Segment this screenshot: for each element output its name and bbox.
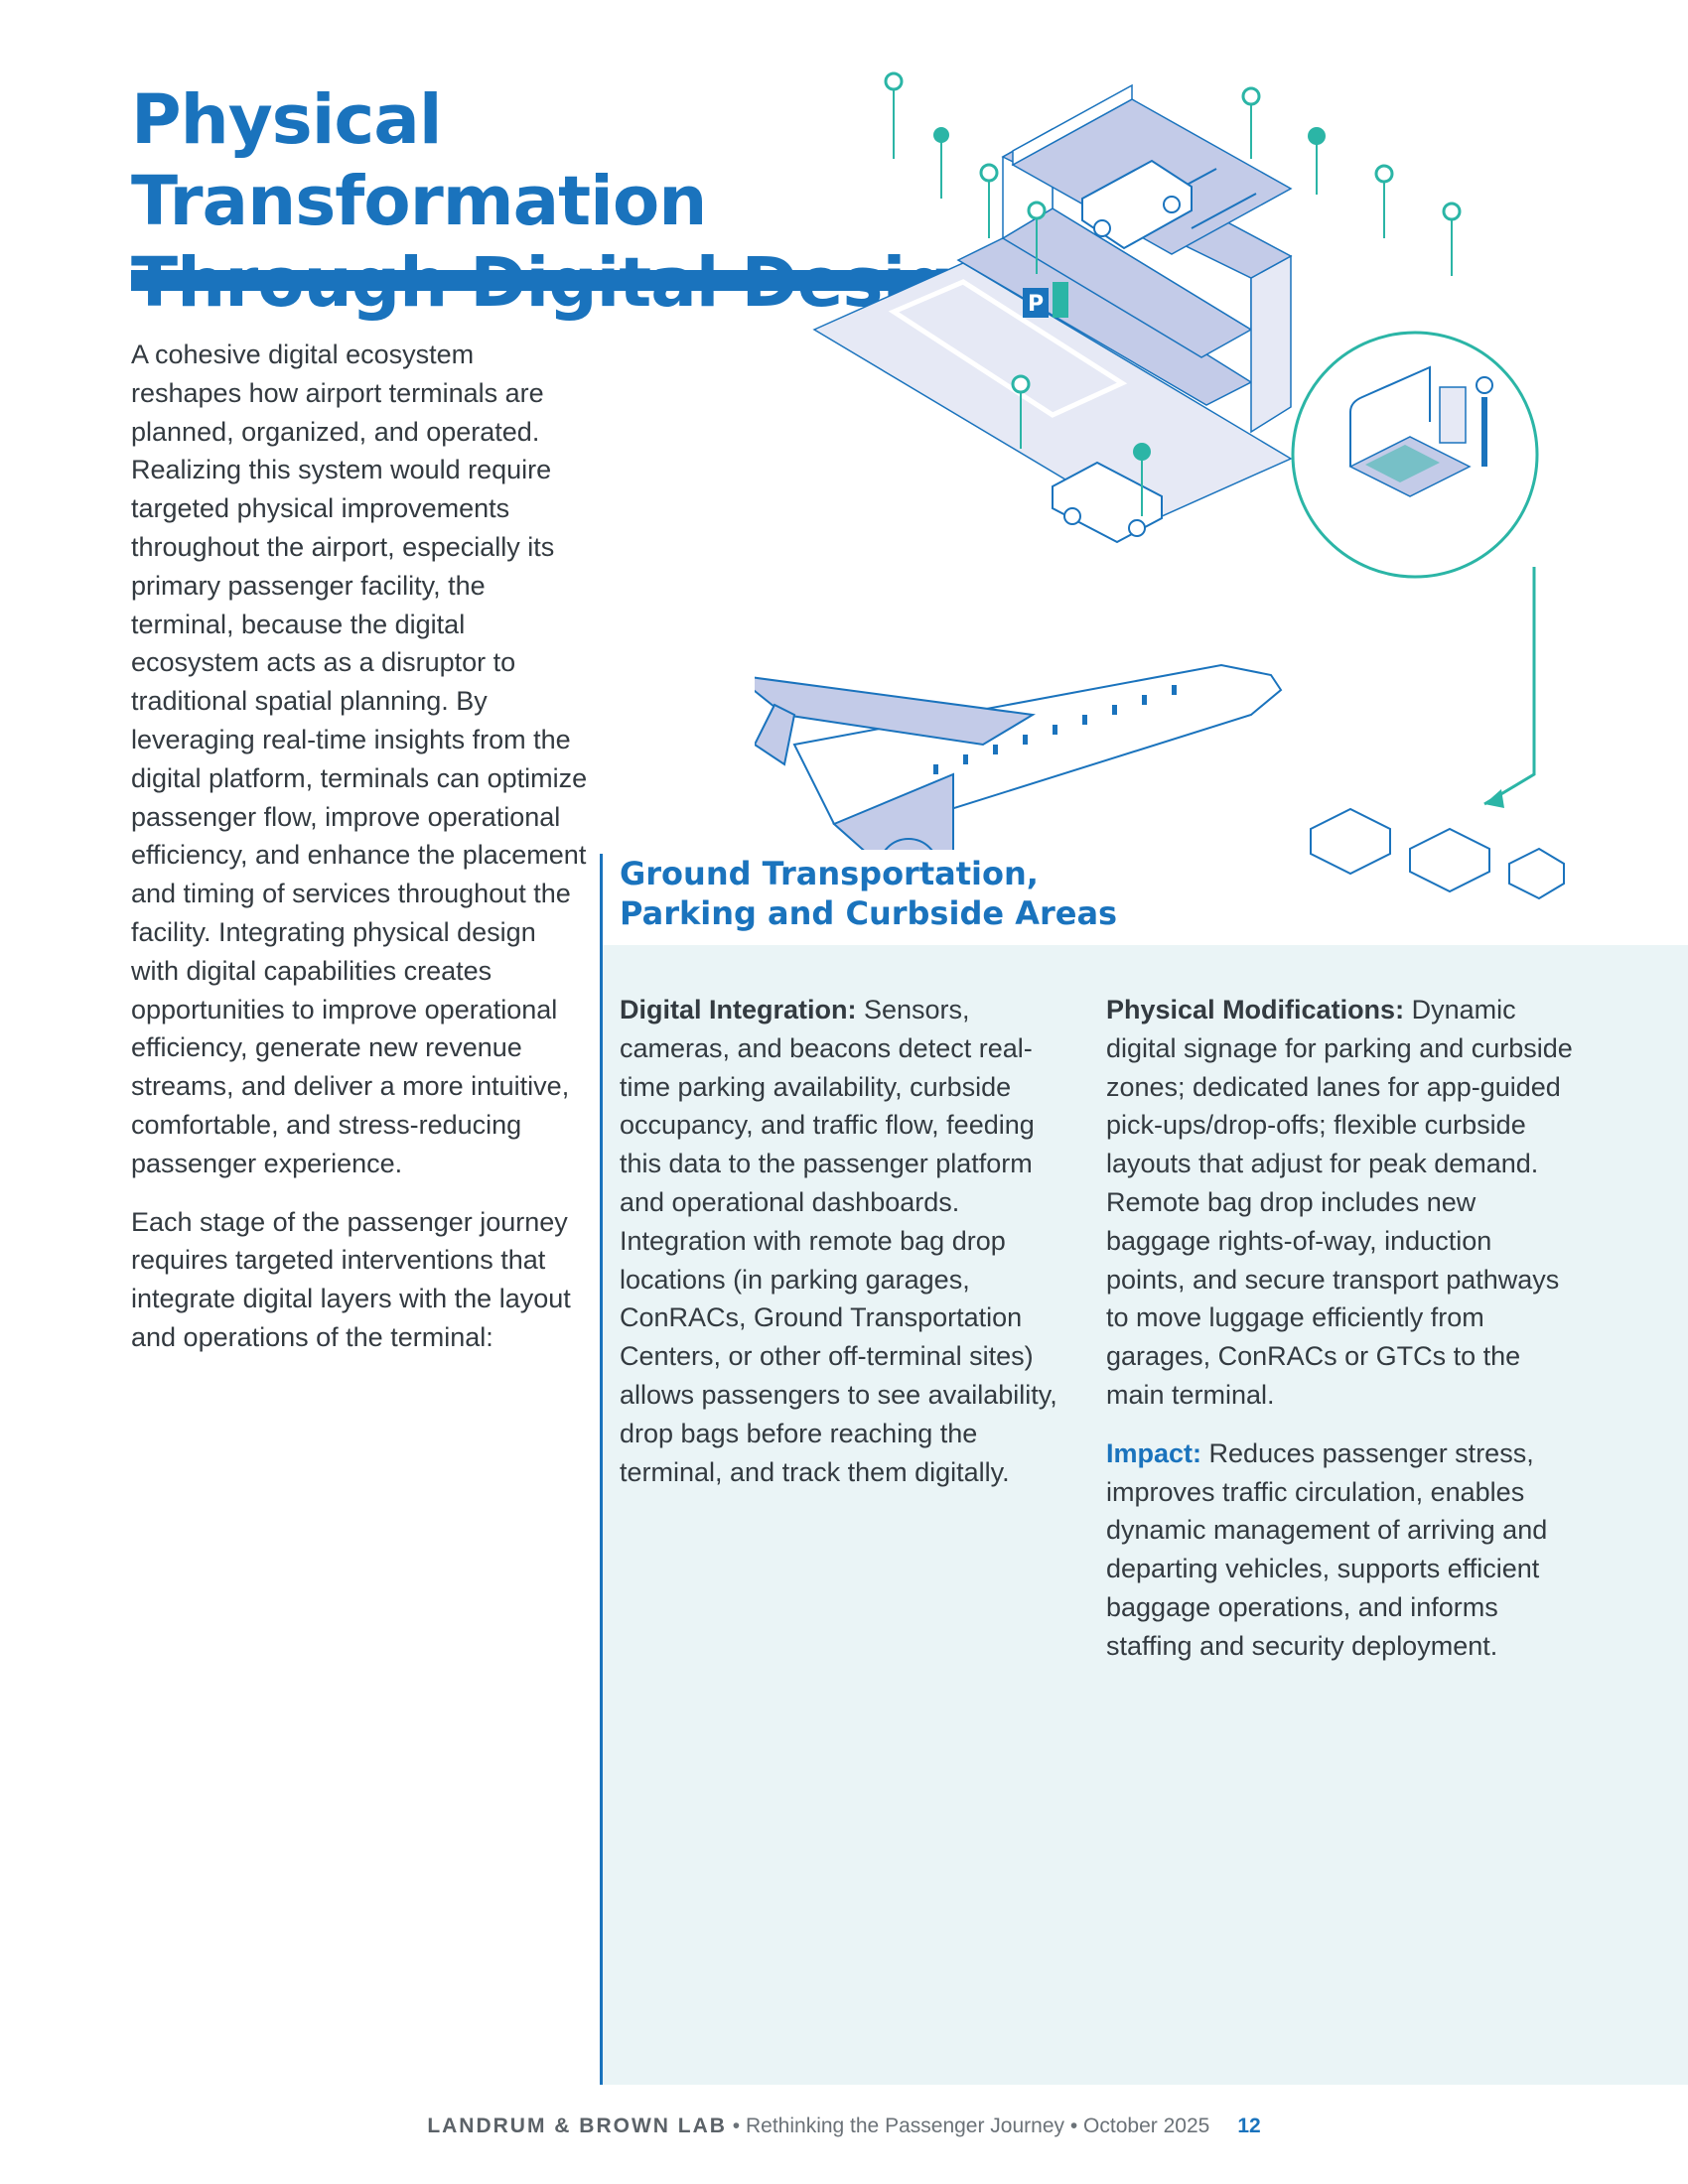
page-title-line-1: Physical Transformation — [131, 80, 707, 241]
garage-car-icon — [1081, 159, 1193, 250]
road-strip — [812, 262, 1293, 526]
content-panel — [600, 945, 1688, 2085]
footer-brand: LANDRUM & BROWN LAB — [427, 2115, 727, 2137]
panel-divider — [600, 854, 603, 2085]
bag-drop-callout — [1291, 331, 1539, 808]
sensor-pins-icon — [884, 71, 1047, 274]
page-footer: LANDRUM & BROWN LAB • Rethinking the Pas… — [0, 2115, 1688, 2138]
parking-sign-letter: P — [1028, 292, 1044, 317]
physical-modifications-label: Physical Modifications: — [1106, 995, 1405, 1024]
impact-text: Reduces passenger stress, improves traff… — [1106, 1437, 1548, 1661]
impact-label: Impact: — [1106, 1437, 1202, 1468]
parking-sign-icon — [1023, 288, 1049, 318]
footer-separator-1: • — [726, 2115, 746, 2137]
section-heading: Ground Transportation, Parking and Curbs… — [608, 850, 1138, 935]
digital-integration-text: Sensors, cameras, and beacons detect rea… — [620, 995, 1057, 1487]
section-heading-line-2: Parking and Curbside Areas — [620, 894, 1118, 932]
intro-text: A cohesive digital ecosystem reshapes ho… — [131, 336, 588, 1377]
taxi-icon — [1052, 461, 1163, 544]
airport-illustration: P — [755, 71, 1565, 904]
digital-integration-column: Digital Integration: Sensors, cameras, a… — [620, 991, 1076, 1511]
digital-integration-paragraph: Digital Integration: Sensors, cameras, a… — [620, 991, 1076, 1491]
digital-integration-label: Digital Integration: — [620, 995, 857, 1024]
footer-publication: Rethinking the Passenger Journey — [745, 2115, 1065, 2137]
physical-modifications-column: Physical Modifications: Dynamic digital … — [1106, 991, 1573, 1686]
intro-paragraph-2: Each stage of the passenger journey requ… — [131, 1206, 571, 1352]
baggage-cart-icon — [1310, 807, 1565, 900]
impact-paragraph: Impact: Reduces passenger stress, improv… — [1106, 1434, 1573, 1666]
kiosk-icon — [1053, 282, 1068, 318]
footer-separator-2: • — [1064, 2115, 1084, 2137]
intro-paragraph-1: A cohesive digital ecosystem reshapes ho… — [131, 340, 588, 1178]
footer-date: October 2025 — [1083, 2115, 1210, 2137]
page-number: 12 — [1237, 2115, 1261, 2137]
physical-modifications-text: Dynamic digital signage for parking and … — [1106, 995, 1573, 1410]
title-underline — [131, 270, 1037, 291]
physical-modifications-paragraph: Physical Modifications: Dynamic digital … — [1106, 991, 1573, 1415]
sensor-pins-top-icon — [1011, 86, 1462, 516]
section-heading-line-1: Ground Transportation, — [620, 855, 1039, 892]
